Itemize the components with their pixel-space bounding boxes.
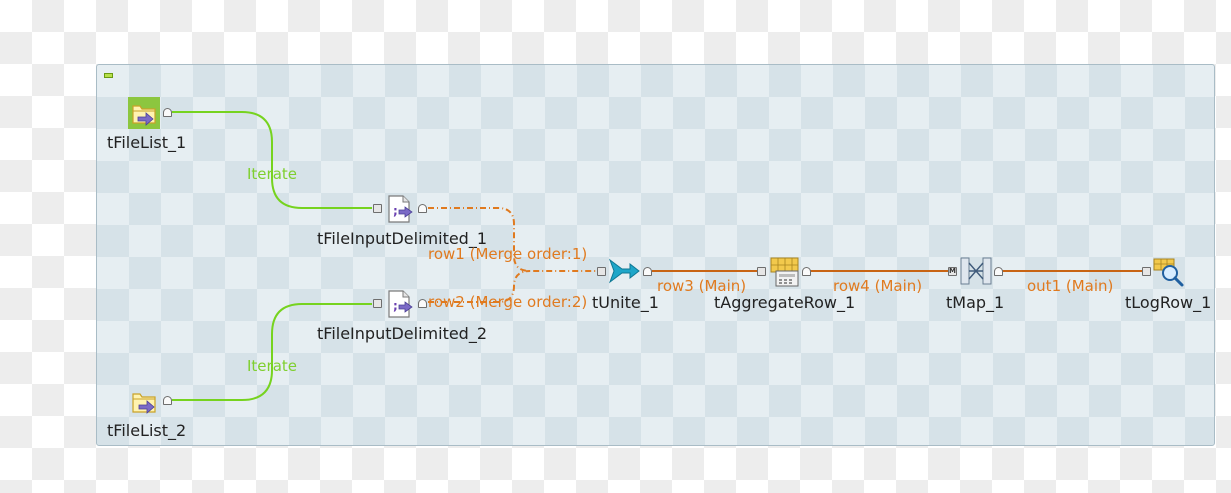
label-tfileinputdelimited-1: tFileInputDelimited_1 — [317, 229, 488, 248]
label-tfilelist-1: tFileList_1 — [107, 133, 187, 152]
component-tfileinputdelimited-2[interactable]: ; — [385, 289, 415, 319]
link-label-iterate-2[interactable]: Iterate — [247, 357, 298, 375]
link-row2[interactable] — [428, 270, 531, 303]
label-tlogrow-1: tLogRow_1 — [1125, 293, 1212, 312]
link-label-row4[interactable]: row4 (Main) — [833, 277, 923, 295]
port-out-taggregaterow-1[interactable] — [802, 267, 811, 276]
aggregate-grid-icon — [770, 257, 799, 287]
link-label-row2[interactable]: row2 (Merge order:2) — [428, 293, 588, 311]
label-tunite-1: tUnite_1 — [592, 293, 659, 312]
link-label-out1[interactable]: out1 (Main) — [1027, 277, 1114, 295]
link-iterate-1[interactable] — [172, 111, 372, 209]
link-iterate-2[interactable] — [172, 303, 372, 401]
port-out-tmap-1[interactable] — [994, 267, 1003, 276]
component-tfilelist-2[interactable] — [131, 388, 159, 416]
link-label-row3[interactable]: row3 (Main) — [657, 277, 747, 295]
port-out-tunite-1[interactable] — [643, 267, 652, 276]
link-row1[interactable] — [428, 207, 597, 272]
port-out-tfileinputdelimited-2[interactable] — [418, 299, 427, 308]
collapse-subjob-button[interactable] — [104, 73, 113, 78]
port-out-tfilelist-2[interactable] — [163, 396, 172, 405]
folder-file-list-icon — [132, 393, 156, 414]
port-out-tfilelist-1[interactable] — [163, 108, 172, 117]
label-tmap-1: tMap_1 — [946, 293, 1005, 312]
link-label-row1[interactable]: row1 (Merge order:1) — [428, 245, 588, 263]
delimited-file-input-icon: ; — [388, 195, 413, 223]
component-tfilelist-1[interactable] — [128, 97, 160, 129]
port-out-tfileinputdelimited-1[interactable] — [418, 204, 427, 213]
subjob-container[interactable] — [96, 64, 1215, 446]
label-tfilelist-2: tFileList_2 — [107, 421, 187, 440]
port-in-taggregaterow-1[interactable] — [757, 267, 766, 276]
port-in-tunite-1[interactable] — [597, 267, 606, 276]
port-in-tfileinputdelimited-1[interactable] — [373, 204, 382, 213]
port-in-tmap-1[interactable]: M — [948, 267, 957, 276]
svg-text:;: ; — [393, 299, 398, 313]
port-in-tlogrow-1[interactable] — [1142, 267, 1151, 276]
unite-merge-icon — [608, 258, 640, 284]
component-taggregaterow-1[interactable] — [769, 256, 801, 288]
delimited-file-input-icon: ; — [388, 290, 413, 318]
component-tfileinputdelimited-1[interactable]: ; — [385, 194, 415, 224]
log-row-magnifier-icon — [1153, 258, 1184, 287]
component-tunite-1[interactable] — [608, 256, 640, 286]
folder-file-list-icon — [128, 97, 160, 129]
label-taggregaterow-1: tAggregateRow_1 — [714, 293, 856, 312]
label-tfileinputdelimited-2: tFileInputDelimited_2 — [317, 324, 488, 343]
component-tlogrow-1[interactable] — [1153, 256, 1185, 288]
svg-text:;: ; — [393, 204, 398, 218]
component-tmap-1[interactable] — [960, 255, 992, 287]
port-in-tfileinputdelimited-2[interactable] — [373, 299, 382, 308]
link-label-iterate-1[interactable]: Iterate — [247, 165, 298, 183]
map-icon — [960, 257, 992, 285]
